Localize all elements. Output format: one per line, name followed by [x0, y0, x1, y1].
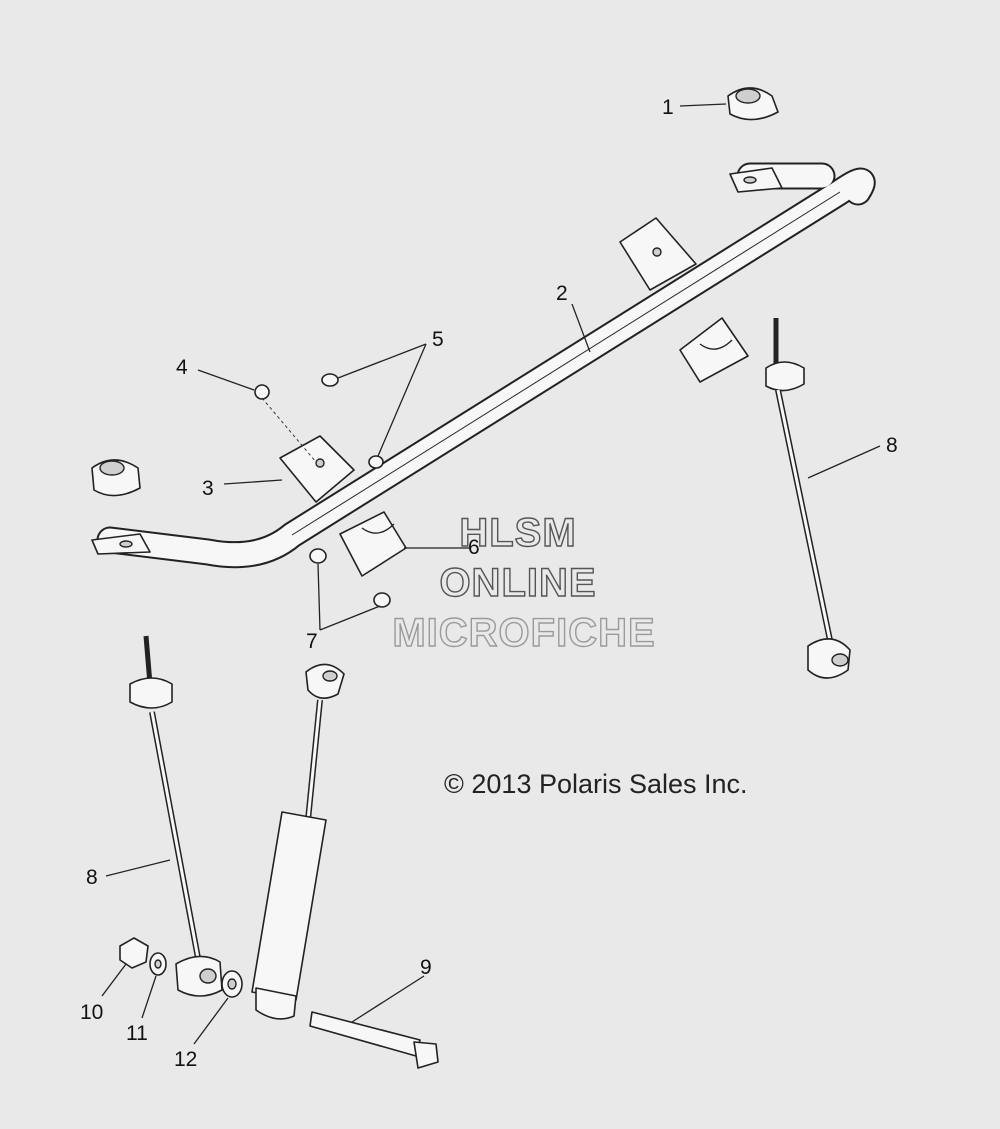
callout-6: 6 [468, 536, 480, 559]
link-part-8-left [129, 635, 223, 997]
washer-part-12 [221, 970, 243, 998]
link-part-8-right [765, 318, 851, 679]
copyright-text: © 2013 Polaris Sales Inc. [444, 769, 748, 799]
watermark-line-2: ONLINE [439, 561, 596, 605]
clamp-part-3 [279, 435, 355, 503]
watermark-line-1: HLSM [459, 511, 576, 555]
washer-part-11 [149, 952, 167, 976]
callout-8-left: 8 [86, 866, 98, 889]
bushing-part-1 [727, 87, 779, 121]
callout-9: 9 [420, 956, 432, 979]
callout-2: 2 [556, 282, 568, 305]
callout-7: 7 [306, 630, 318, 653]
leader-lines [101, 103, 881, 1045]
callout-4: 4 [176, 356, 188, 379]
callout-3: 3 [202, 477, 214, 500]
nut-part-4 [254, 384, 317, 463]
callout-5: 5 [432, 328, 444, 351]
washers-part-7 [309, 548, 391, 608]
bolt-part-5-upper [321, 373, 339, 387]
bushing-block-part-6 [339, 511, 407, 577]
bolt-part-9 [309, 1011, 439, 1069]
callout-12: 12 [174, 1048, 197, 1071]
watermark-line-3: MICROFICHE [392, 611, 655, 655]
callout-10: 10 [80, 1001, 103, 1024]
stabilizer-bar [91, 162, 876, 569]
callout-8-right: 8 [886, 434, 898, 457]
bolt-part-5-lower [368, 455, 384, 469]
bushing-left [91, 459, 141, 497]
bushing-block-upper [679, 317, 749, 383]
nut-part-10 [119, 937, 149, 969]
shock-absorber [251, 663, 345, 1020]
callout-1: 1 [662, 96, 674, 119]
clamp-upper [619, 217, 697, 291]
callout-11: 11 [126, 1022, 148, 1045]
